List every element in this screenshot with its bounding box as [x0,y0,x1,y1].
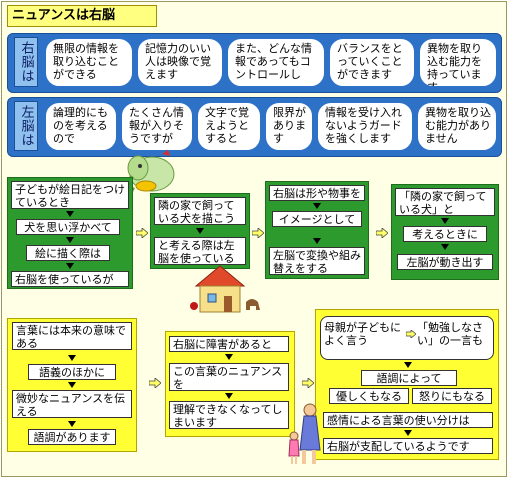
flow1-panel1-step: 右脳を使っているが [11,271,129,287]
flow2-panel1-step: 語調があります [28,429,116,445]
flow1-panel4-step: 考えるときに [403,226,487,242]
down-arrow [66,263,74,269]
right-arrow [302,378,314,388]
flow1-panel1-step: 絵に描く際は [26,245,110,261]
down-arrow [441,218,449,224]
flow1-panel2-step: 隣の家で飼っている犬を描こう [154,197,246,225]
left-brain-item: 情報を受け入れないようガードを強くします [317,102,413,151]
flow1-panel3-step: 右脳は形や物事を [269,185,365,201]
down-arrow [68,421,76,427]
flow2-panel2-step: 理解できなくなってしまいます [169,401,289,429]
flow2-panel2-step: この言葉のニュアンスを [169,363,289,391]
left-brain-item: 文字で覚えようとすると [197,102,261,151]
down-arrow [68,355,76,361]
tone-gentle: 優しくもなる [329,388,409,404]
emotion-usage: 感情による言葉の使い分けは [323,412,493,428]
down-arrow [66,237,74,243]
right-brain-item: 無限の情報を取り込むことができる [45,38,133,87]
flow1-panel4-step: 左脳が動き出す [397,254,493,270]
flow1-panel3-step: 左脳で変換や組み替えをする [269,247,365,275]
flow2-panel1-step: 語義のほかに [28,364,116,380]
left-brain-item: たくさん情報が入りそうですが [121,102,193,151]
house-illustration [190,265,260,313]
mother-quote-box [320,316,494,360]
left-brain-item: 限界があります [265,102,313,151]
elephant-illustration [127,150,175,192]
down-arrow [66,211,74,217]
conclusion: 右脳が支配しているようです [323,438,493,454]
down-arrow [196,228,204,234]
left-brain-label: 左脳は [14,101,38,151]
right-brain-label: 右脳は [14,37,38,87]
flow2-panel2-step: 右脳に障害があると [169,336,289,352]
by-tone-label: 語調によって [361,370,457,386]
flow2-panel1-step: 微妙なニュアンスを伝える [12,390,132,418]
down-arrow [404,362,412,368]
down-arrow [404,430,412,436]
quote-text: 「勉強しなさい」の一言も [417,321,483,347]
left-brain-item: 異物を取り込む能力がありません [417,102,497,151]
flow2-panel1-step: 言葉には本来の意味である [12,322,132,350]
down-arrow [441,244,449,250]
right-brain-item: また、どんな情報であってもコントロールし [227,38,325,87]
right-arrow [136,228,148,238]
right-arrow [406,330,416,338]
flow1-panel1-step: 子どもが絵日記をつけているとき [11,181,129,209]
right-brain-item: 記憶力のいい人は映像で覚えます [137,38,223,87]
left-brain-item: 論理的にものを考えるので [45,102,117,151]
right-arrow [149,378,161,388]
diagram-title: ニュアンスは右脳 [7,5,157,27]
down-arrow [225,354,233,360]
down-arrow [313,238,321,244]
down-arrow [313,203,321,209]
mother-child-illustration [288,403,321,464]
right-brain-item: 異物を取り込む能力を持っています [419,38,497,87]
flow1-panel1-step: 犬を思い浮かべて [16,219,120,235]
down-arrow [68,382,76,388]
flow1-panel4-step: 「隣の家で飼っている犬」と [395,188,495,216]
right-brain-item: バランスをとっていくことができます [329,38,415,87]
flow1-panel2-step: と考える際は左脳を使っている [154,237,246,265]
down-arrow [225,393,233,399]
right-arrow [376,228,388,238]
flow1-panel3-step: イメージとして蓄え [272,211,362,227]
tone-angry: 怒りにもなる [412,388,492,404]
right-arrow [252,228,264,238]
quote-speaker: 母親が子どもによく言う [324,321,401,347]
